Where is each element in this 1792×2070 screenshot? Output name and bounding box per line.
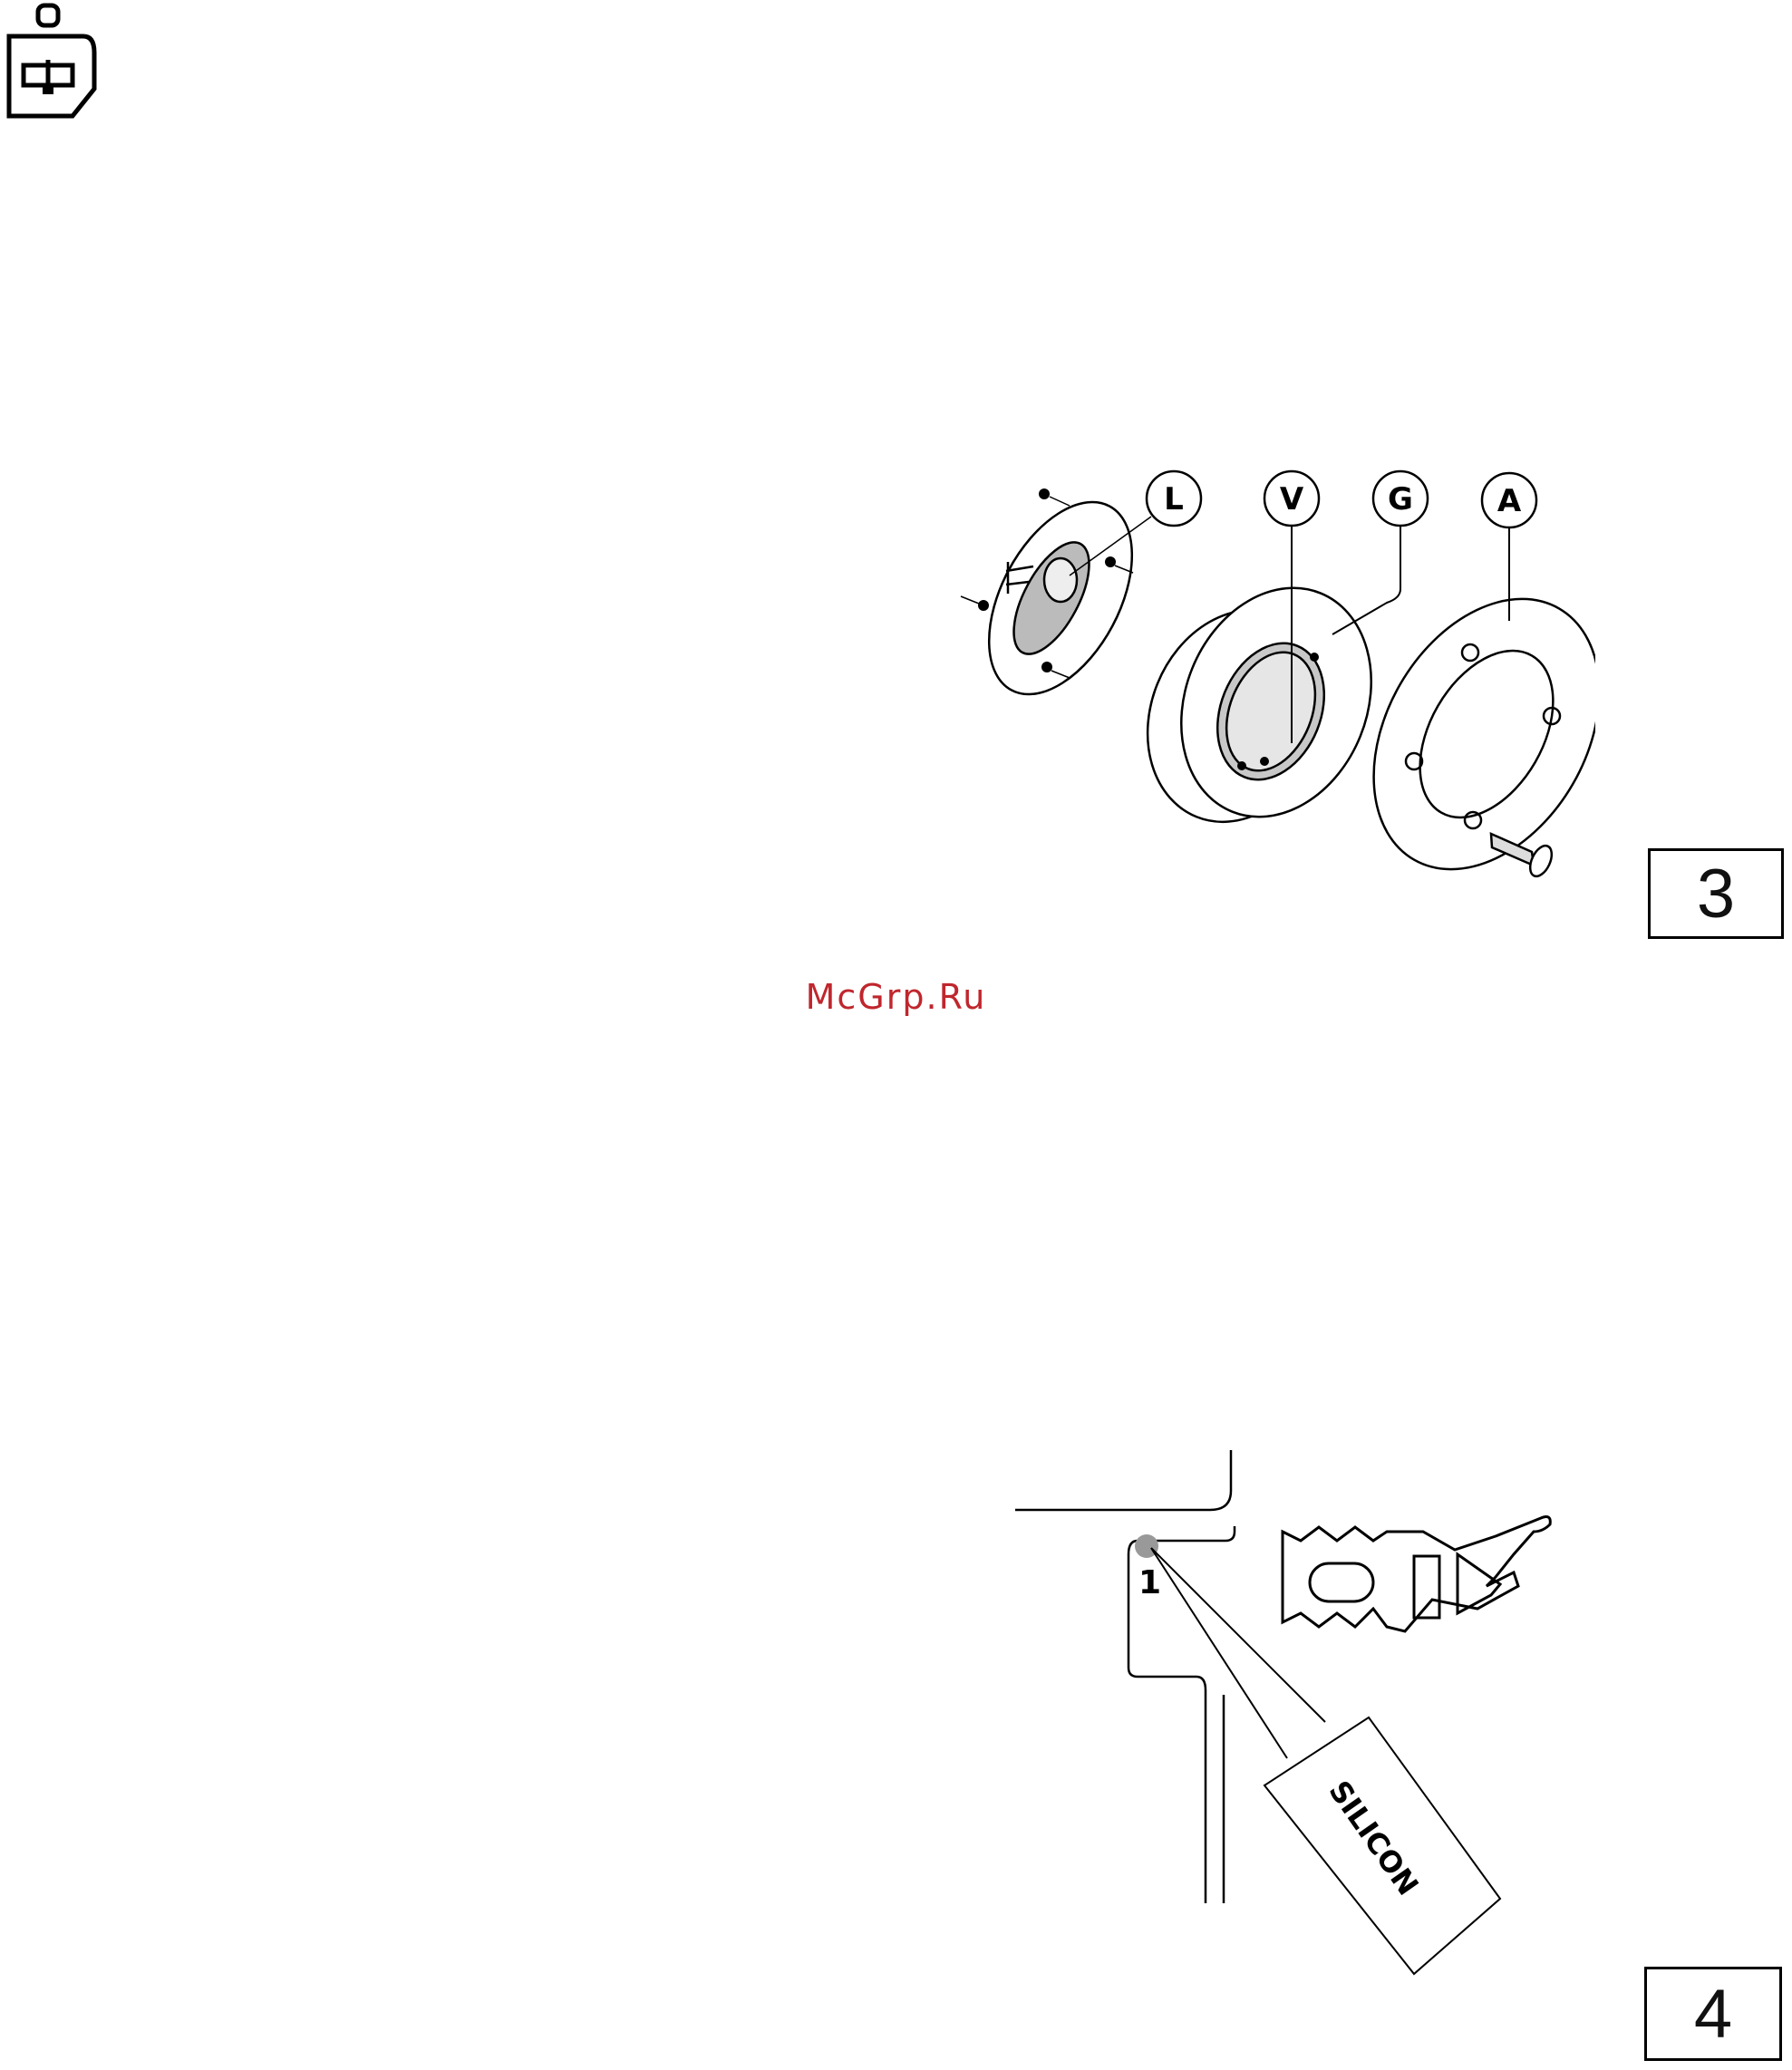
callout-g: G bbox=[1388, 481, 1413, 518]
figure-4-number-text: 4 bbox=[1694, 1975, 1732, 2054]
lamp-cover bbox=[960, 479, 1162, 718]
figure-3-drawing: L V G A bbox=[943, 453, 1595, 924]
callout-v: V bbox=[1280, 481, 1304, 518]
point-label: 1 bbox=[1138, 1564, 1161, 1601]
figure-4-drawing: 1 SILICON bbox=[1006, 1450, 1586, 1976]
watermark: McGrp.Ru bbox=[0, 977, 1792, 1017]
figure-4-number: 4 bbox=[1644, 1967, 1782, 2061]
manual-drain-icon bbox=[0, 0, 109, 127]
gasket-profile bbox=[1283, 1517, 1550, 1631]
callout-a: A bbox=[1497, 483, 1522, 519]
flange-ring bbox=[1328, 558, 1595, 909]
wall-profile bbox=[1015, 1450, 1235, 1903]
callout-l: L bbox=[1164, 481, 1184, 518]
housing bbox=[1117, 559, 1404, 849]
silicone-tube bbox=[1151, 1548, 1500, 1974]
figure-3-number: 3 bbox=[1648, 848, 1784, 939]
figure-3-number-text: 3 bbox=[1697, 855, 1735, 933]
